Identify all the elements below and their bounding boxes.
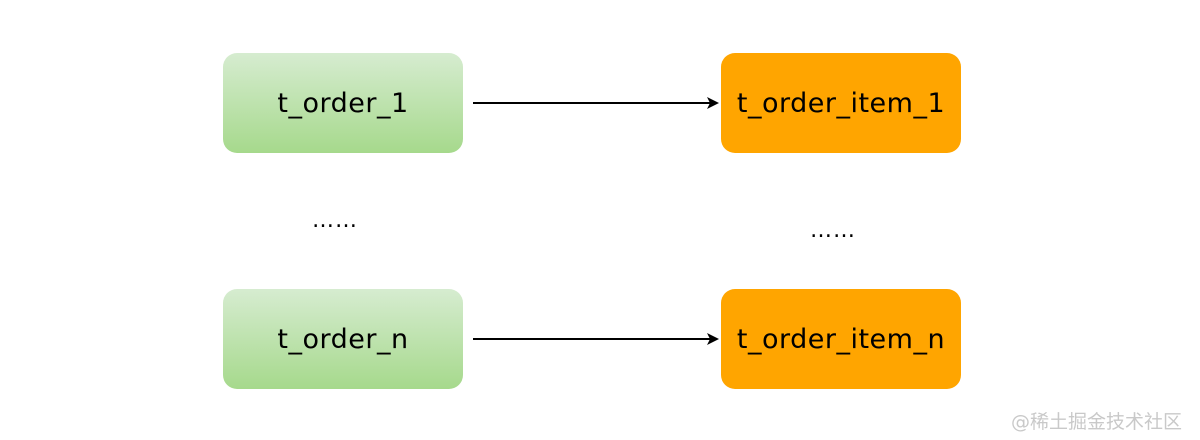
ellipsis-left: …… — [312, 208, 358, 233]
node-label: t_order_n — [277, 323, 409, 355]
node-t-order-item-1: t_order_item_1 — [721, 53, 961, 153]
node-t-order-1: t_order_1 — [223, 53, 463, 153]
node-t-order-item-n: t_order_item_n — [721, 289, 961, 389]
node-label: t_order_item_n — [736, 323, 946, 355]
ellipsis-right: …… — [810, 218, 856, 243]
node-t-order-n: t_order_n — [223, 289, 463, 389]
node-label: t_order_1 — [277, 87, 409, 119]
watermark: @稀土掘金技术社区 — [1010, 411, 1182, 433]
node-label: t_order_item_1 — [736, 87, 946, 119]
